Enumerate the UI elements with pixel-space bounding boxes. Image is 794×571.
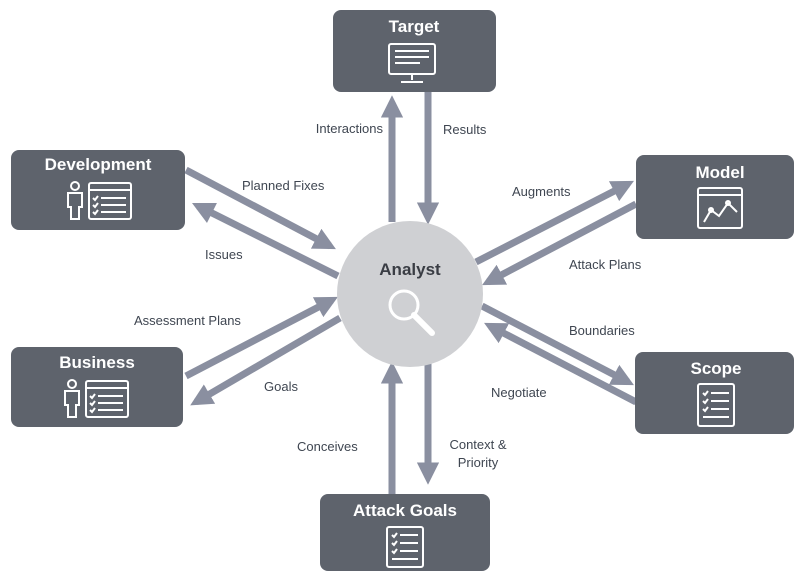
checklist-icon [697,383,735,427]
target-label: Target [389,17,440,36]
target-node: Target [333,10,496,92]
arrow-boundaries [480,302,634,386]
edge-label-goals: Goals [264,379,298,394]
arrow-attack-plans [482,200,638,286]
checklist-icon [386,526,424,568]
development-label: Development [45,155,152,174]
edge-label-results: Results [443,122,487,137]
chart-window-icon [697,187,743,229]
edge-label-context-priority-1: Context & [449,437,506,452]
scope-label: Scope [690,359,741,378]
scope-node: Scope [635,352,794,434]
edge-label-negotiate: Negotiate [491,385,547,400]
model-node: Model [636,155,794,239]
development-node: Development [11,150,185,230]
model-label: Model [695,163,744,182]
attack-goals-node: Attack Goals [320,494,490,571]
magnifier-icon [388,289,435,336]
edge-label-context-priority-2: Priority [458,455,499,470]
edge-label-conceives: Conceives [297,439,358,454]
business-node: Business [11,347,183,427]
attack-goals-label: Attack Goals [353,501,457,520]
arrow-augments [474,180,634,266]
arrow-goals [190,314,342,406]
arrow-issues [191,202,340,280]
person-list-icon [64,379,129,418]
person-list-icon [67,181,132,220]
analyst-node: Analyst [337,221,483,367]
edge-label-augments: Augments [512,184,571,199]
edge-label-interactions: Interactions [316,121,384,136]
analyst-label: Analyst [379,260,441,279]
arrow-assessment-plans [184,296,338,380]
arrow-negotiate [484,322,638,406]
edge-label-attack-plans: Attack Plans [569,257,642,272]
edge-label-assessment-plans: Assessment Plans [134,313,241,328]
edge-label-boundaries: Boundaries [569,323,635,338]
monitor-icon [388,43,436,83]
edge-label-issues: Issues [205,247,243,262]
business-label: Business [59,353,135,372]
edge-label-planned-fixes: Planned Fixes [242,178,325,193]
arrow-planned-fixes [184,166,336,250]
